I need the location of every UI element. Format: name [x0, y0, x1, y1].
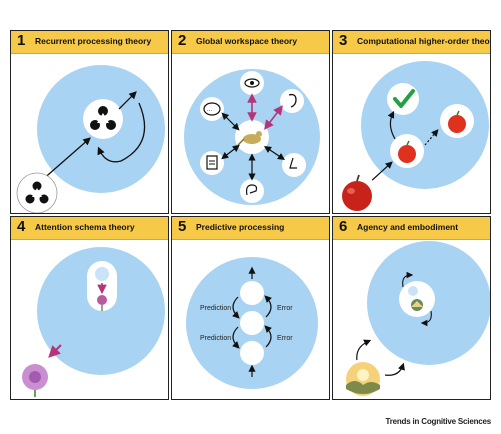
panel-predictive-processing: 5 Predictive processing Prediction Predi… [171, 216, 330, 400]
panel-header: 6 Agency and embodiment [333, 217, 490, 240]
panel-number: 1 [17, 32, 26, 49]
panel-number: 4 [17, 218, 26, 235]
workspace-circle [37, 247, 165, 375]
hearing-arrow [264, 105, 283, 130]
rose-photo-icon [22, 364, 48, 397]
error-arrow-lower [264, 325, 272, 348]
agency-diagram [343, 241, 490, 399]
apple-icon [398, 140, 416, 163]
panel-global-workspace: 2 Global workspace theory ... [171, 30, 330, 214]
rose-icon [97, 295, 107, 311]
bird-icon [237, 131, 262, 146]
predictive-diagram: Prediction Prediction Error Error [186, 257, 318, 389]
memory-node [200, 151, 224, 175]
panel-title: Predictive processing [196, 222, 285, 232]
thought-arrow [221, 112, 240, 131]
nose-icon [289, 157, 297, 169]
recurrent-diagram [16, 65, 165, 213]
panel-title: Global workspace theory [196, 36, 298, 46]
error-label-lower: Error [277, 335, 293, 342]
panel-number: 3 [339, 32, 348, 49]
journal-credit: Trends in Cognitive Sciences [385, 417, 491, 426]
panel-title: Agency and embodiment [357, 222, 459, 232]
svg-text:...: ... [207, 107, 212, 113]
attention-model-icon [95, 267, 109, 281]
ear-icon [288, 93, 297, 108]
panel-header: 5 Predictive processing [172, 217, 329, 240]
kanizsa-stimulus-icon [25, 181, 49, 204]
panel-header: 3 Computational higher-order theories [333, 31, 490, 54]
prediction-arrow-lower [232, 326, 240, 349]
self-model-icon [408, 286, 418, 296]
panel-number: 5 [178, 218, 187, 235]
monitor-node [387, 83, 419, 115]
level-node-top [240, 281, 264, 305]
panel-title: Recurrent processing theory [35, 36, 152, 46]
feedback-arrow [384, 362, 405, 376]
kanizsa-triangle-icon [90, 106, 116, 130]
panel-header: 4 Attention schema theory [11, 217, 168, 240]
arm-icon [245, 184, 258, 196]
level-node-middle [240, 311, 264, 335]
apple-icon [448, 110, 466, 133]
input-arrow [40, 137, 91, 182]
memory-arrow [221, 144, 240, 160]
loop-arrow-bottom [420, 310, 432, 327]
sunset-landscape-icon [346, 362, 380, 396]
forward-arrow [118, 91, 137, 110]
representation-arrow [424, 129, 439, 146]
motor-node [240, 179, 264, 203]
prediction-label-lower: Prediction [200, 335, 231, 342]
landscape-icon [411, 299, 423, 311]
panel-title: Attention schema theory [35, 222, 135, 232]
attention-schema-diagram [15, 247, 165, 399]
clipboard-icon [206, 155, 218, 170]
hearing-node [280, 89, 304, 113]
prediction-arrow-upper [232, 296, 240, 319]
recurrent-loop-arrow [97, 102, 146, 163]
smell-node [282, 153, 306, 177]
panel-recurrent-processing: 1 Recurrent processing theory [10, 30, 169, 214]
prediction-label-upper: Prediction [200, 305, 231, 312]
thought-node [200, 97, 224, 121]
attention-arrow [48, 344, 62, 358]
workspace-diagram: ... [184, 69, 320, 205]
checkmark-icon [393, 89, 415, 108]
error-label-upper: Error [277, 305, 293, 312]
input-arrow [368, 161, 393, 184]
smell-arrow [264, 146, 285, 160]
error-arrow-upper [264, 295, 272, 318]
speech-bubble-icon: ... [203, 102, 221, 116]
panel-attention-schema: 4 Attention schema theory [10, 216, 169, 400]
level-node-bottom [240, 341, 264, 365]
action-arrow [356, 339, 372, 362]
panel-higher-order: 3 Computational higher-order theories [332, 30, 491, 214]
panel-number: 6 [339, 218, 348, 235]
loop-arrow-top [402, 271, 414, 288]
eye-icon [244, 78, 260, 88]
panel-agency-embodiment: 6 Agency and embodiment [332, 216, 491, 400]
panel-number: 2 [178, 32, 187, 49]
panel-header: 1 Recurrent processing theory [11, 31, 168, 54]
higher-order-diagram [337, 61, 489, 213]
panel-title: Computational higher-order theories [357, 36, 491, 46]
panel-header: 2 Global workspace theory [172, 31, 329, 54]
monitor-arrow [387, 110, 396, 140]
apple-photo-icon [342, 174, 372, 211]
